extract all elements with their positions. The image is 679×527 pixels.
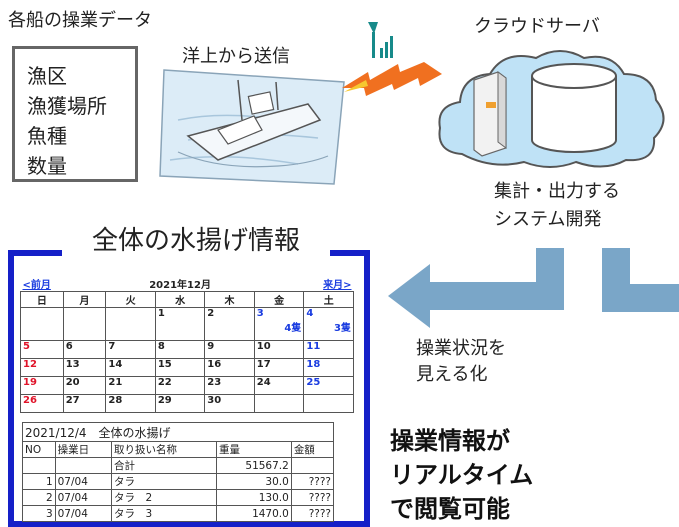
calendar-day — [62, 307, 107, 341]
calendar-month: 2021年12月 — [149, 280, 211, 291]
antenna-icon — [368, 22, 393, 58]
calendar-day[interactable]: 30 — [204, 394, 255, 413]
column-header: 重量 — [216, 441, 292, 458]
cloud-server-label: クラウドサーバ — [474, 16, 600, 37]
weekday-header: 木 — [204, 291, 255, 308]
data-item: 魚種 — [27, 124, 67, 148]
data-item: 漁獲場所 — [27, 94, 107, 118]
server-icon — [473, 71, 507, 157]
day-number: 4 — [306, 308, 314, 319]
calendar-day[interactable]: 20 — [62, 376, 107, 395]
data-items-box: 漁区 漁獲場所 魚種 数量 — [12, 46, 138, 182]
landing-list-table: 2021/12/4 全体の水揚げ NO 操業日 取り扱い名称 重量 金額 合計 … — [22, 422, 335, 522]
calendar-day[interactable]: 25 — [303, 376, 354, 395]
day-number: 3 — [256, 308, 264, 319]
bent-arrow-right — [602, 248, 679, 312]
calendar-day — [303, 394, 354, 413]
calendar-day[interactable]: 27 — [62, 394, 107, 413]
calendar-day[interactable]: 21 — [105, 376, 156, 395]
calendar-day[interactable]: 10 — [253, 340, 305, 359]
calendar-day[interactable]: 1 — [154, 307, 206, 341]
total-weight: 51567.2 — [216, 457, 292, 474]
calendar-day[interactable]: 19 — [20, 376, 64, 395]
panel-title: 全体の水揚げ情報 — [62, 218, 330, 264]
column-header: 操業日 — [54, 441, 113, 458]
realtime-label: 操業情報が リアルタイム で閲覧可能 — [390, 427, 534, 523]
prev-month-link[interactable]: <前月 — [22, 280, 51, 291]
transmit-label: 洋上から送信 — [180, 42, 292, 68]
boat-count: 3隻 — [334, 323, 351, 334]
calendar-day[interactable]: 29 — [154, 394, 206, 413]
column-header: NO — [22, 441, 56, 458]
calendar-day[interactable]: 11 — [303, 340, 354, 359]
column-header: 金額 — [290, 441, 335, 458]
table-row: 1 07/04 タラ 30.0 ???? — [22, 473, 335, 490]
weekday-header: 日 — [20, 291, 64, 308]
database-icon — [531, 63, 617, 153]
column-header: 取り扱い名称 — [110, 441, 218, 458]
table-row: 3 07/04 タラ 3 1470.0 ???? — [22, 505, 335, 522]
calendar-day[interactable]: 22 — [154, 376, 206, 395]
calendar-day[interactable]: 15 — [154, 358, 206, 377]
data-item: 数量 — [27, 154, 67, 178]
calendar-table: <前月 2021年12月 来月> 日 月 火 水 木 金 土 1 2 3 4隻 4… — [20, 276, 354, 413]
total-label: 合計 — [110, 457, 218, 474]
next-month-link[interactable]: 来月> — [323, 280, 352, 291]
flow-arrows — [388, 248, 679, 328]
calendar-day[interactable]: 28 — [105, 394, 156, 413]
table-row: 2 07/04 タラ 2 130.0 ???? — [22, 489, 335, 506]
operation-data-label: 各船の操業データ — [8, 10, 152, 31]
calendar-day[interactable]: 24 — [253, 376, 305, 395]
visualize-label: 操業状況を 見える化 — [416, 338, 506, 385]
boat-count: 4隻 — [284, 323, 302, 334]
weekday-header: 土 — [303, 291, 354, 308]
calendar-day[interactable]: 8 — [154, 340, 206, 359]
calendar-day — [20, 307, 64, 341]
weekday-header: 金 — [253, 291, 305, 308]
calendar-day[interactable]: 18 — [303, 358, 354, 377]
weekday-header: 火 — [105, 291, 156, 308]
weekday-header: 月 — [62, 291, 107, 308]
calendar-day[interactable]: 2 — [204, 307, 255, 341]
calendar-day[interactable]: 3 4隻 — [253, 307, 305, 341]
calendar-day[interactable]: 4 3隻 — [303, 307, 354, 341]
calendar-day — [105, 307, 156, 341]
data-item: 漁区 — [27, 64, 67, 88]
calendar-day[interactable]: 26 — [20, 394, 64, 413]
signal-transmission-graphic — [342, 22, 442, 96]
weekday-header: 水 — [154, 291, 206, 308]
calendar-day[interactable]: 13 — [62, 358, 107, 377]
calendar-day[interactable]: 6 — [62, 340, 107, 359]
calendar-day[interactable]: 7 — [105, 340, 156, 359]
landing-list-caption: 2021/12/4 全体の水揚げ — [25, 425, 171, 440]
calendar-day[interactable]: 17 — [253, 358, 305, 377]
calendar-day[interactable]: 23 — [204, 376, 255, 395]
calendar-day[interactable]: 16 — [204, 358, 255, 377]
fishing-ship-illustration — [159, 69, 345, 185]
lightning-arrow-icon — [342, 62, 442, 96]
calendar-day — [253, 394, 305, 413]
cloud-server-graphic — [438, 50, 665, 168]
calendar-day[interactable]: 9 — [204, 340, 255, 359]
bent-arrow-left — [388, 248, 564, 328]
calendar-day[interactable]: 14 — [105, 358, 156, 377]
calendar-day[interactable]: 12 — [20, 358, 64, 377]
calendar-day[interactable]: 5 — [20, 340, 64, 359]
system-development-label: 集計・出力する システム開発 — [494, 181, 620, 230]
